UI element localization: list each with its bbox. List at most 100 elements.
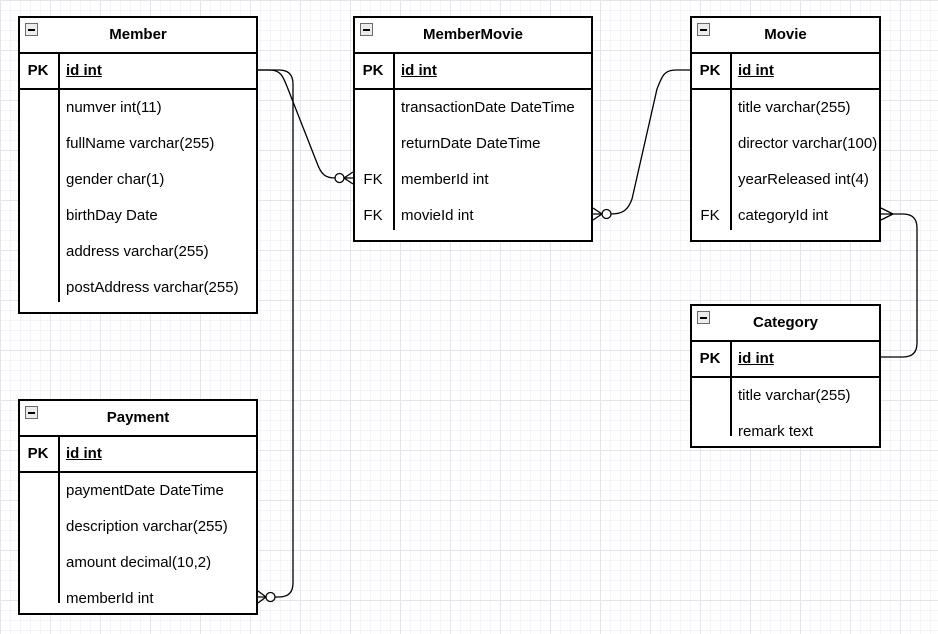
column-divider: [58, 52, 60, 302]
row-key-label: [355, 90, 391, 126]
pk-row[interactable]: PK id int: [20, 437, 256, 473]
crows-foot-marker: [592, 207, 603, 221]
row-field-label: birthDay Date: [66, 207, 158, 224]
edge-movie-category[interactable]: [880, 207, 918, 358]
minus-glyph: [700, 317, 707, 319]
pk-key-label: PK: [27, 445, 49, 462]
edge-line[interactable]: [610, 69, 690, 215]
attribute-row[interactable]: transactionDate DateTime: [355, 90, 591, 126]
attribute-row[interactable]: title varchar(255): [692, 378, 879, 414]
zero-marker: [334, 172, 345, 184]
row-field-label: fullName varchar(255): [66, 135, 215, 152]
row-key-label: [20, 473, 56, 509]
edge-line[interactable]: [258, 69, 294, 598]
entity-table-member[interactable]: Member PK id int numver int(11) fullName …: [18, 16, 258, 314]
collapse-icon[interactable]: [360, 23, 373, 36]
row-key-label: [20, 581, 56, 617]
pk-field-label: id int: [66, 445, 102, 462]
row-field-label: remark text: [738, 423, 814, 440]
collapse-icon[interactable]: [25, 23, 38, 36]
minus-glyph: [28, 29, 35, 31]
entity-table-category[interactable]: Category PK id int title varchar(255) rem…: [690, 304, 881, 448]
attribute-row[interactable]: gender char(1): [20, 162, 256, 198]
row-key-label: [692, 126, 728, 162]
row-field-label: paymentDate DateTime: [66, 482, 224, 499]
collapse-icon[interactable]: [697, 311, 710, 324]
pk-field-label: id int: [738, 62, 774, 79]
row-field-label: title varchar(255): [738, 99, 851, 116]
edge-member-membermovie[interactable]: [258, 69, 354, 185]
edge-line[interactable]: [258, 69, 336, 179]
attribute-row[interactable]: yearReleased int(4): [692, 162, 879, 198]
row-field-label: postAddress varchar(255): [66, 279, 239, 296]
pk-row[interactable]: PK id int: [20, 54, 256, 90]
pk-field-label: id int: [738, 350, 774, 367]
row-key-label: [20, 270, 56, 306]
edge-line[interactable]: [881, 213, 918, 358]
row-key-label: [20, 126, 56, 162]
entity-header[interactable]: Movie: [692, 18, 879, 54]
row-key-label: [20, 509, 56, 545]
attribute-row[interactable]: remark text: [692, 414, 879, 450]
row-field-label: title varchar(255): [738, 387, 851, 404]
row-field-label: director varchar(100): [738, 135, 878, 152]
attribute-row[interactable]: director varchar(100): [692, 126, 879, 162]
attribute-row[interactable]: amount decimal(10,2): [20, 545, 256, 581]
pk-row[interactable]: PK id int: [692, 54, 879, 90]
edge-member-payment[interactable]: [257, 69, 294, 604]
attribute-row[interactable]: memberId int: [20, 581, 256, 617]
row-field-label: memberId int: [66, 590, 154, 607]
zero-marker: [601, 208, 612, 220]
column-divider: [58, 435, 60, 603]
pk-key-label: PK: [699, 62, 721, 79]
attribute-row[interactable]: description varchar(255): [20, 509, 256, 545]
row-field-label: numver int(11): [66, 99, 162, 116]
entity-header[interactable]: Category: [692, 306, 879, 342]
attribute-row[interactable]: title varchar(255): [692, 90, 879, 126]
minus-glyph: [28, 412, 35, 414]
row-field-label: memberId int: [401, 171, 489, 188]
entity-table-movie[interactable]: Movie PK id int title varchar(255) direct…: [690, 16, 881, 242]
row-field-label: yearReleased int(4): [738, 171, 869, 188]
minus-glyph: [363, 29, 370, 31]
column-divider: [393, 52, 395, 230]
entity-header[interactable]: MemberMovie: [355, 18, 591, 54]
pk-key-label: PK: [362, 62, 384, 79]
pk-row[interactable]: PK id int: [355, 54, 591, 90]
edge-movie-membermovie[interactable]: [592, 69, 690, 221]
attribute-row[interactable]: postAddress varchar(255): [20, 270, 256, 306]
entity-title: MemberMovie: [422, 26, 524, 43]
collapse-icon[interactable]: [25, 406, 38, 419]
row-field-label: address varchar(255): [66, 243, 209, 260]
attribute-row[interactable]: paymentDate DateTime: [20, 473, 256, 509]
row-key-label: [692, 414, 728, 450]
attribute-row[interactable]: birthDay Date: [20, 198, 256, 234]
row-key-label: [20, 234, 56, 270]
pk-row[interactable]: PK id int: [692, 342, 879, 378]
zero-marker: [265, 591, 276, 603]
row-field-label: returnDate DateTime: [401, 135, 541, 152]
entity-header[interactable]: Member: [20, 18, 256, 54]
pk-key-label: PK: [699, 350, 721, 367]
row-key-label: [692, 378, 728, 414]
row-field-label: transactionDate DateTime: [401, 99, 575, 116]
entity-table-payment[interactable]: Payment PK id int paymentDate DateTime de…: [18, 399, 258, 615]
entity-title: Member: [109, 26, 167, 43]
column-divider: [730, 340, 732, 436]
entity-header[interactable]: Payment: [20, 401, 256, 437]
attribute-row[interactable]: address varchar(255): [20, 234, 256, 270]
entity-table-membermovie[interactable]: MemberMovie PK id int transactionDate Da…: [353, 16, 593, 242]
row-key-label: [692, 162, 728, 198]
attribute-row[interactable]: fullName varchar(255): [20, 126, 256, 162]
minus-glyph: [700, 29, 707, 31]
collapse-icon[interactable]: [697, 23, 710, 36]
pk-field-label: id int: [401, 62, 437, 79]
row-key-label: [20, 90, 56, 126]
attribute-row[interactable]: numver int(11): [20, 90, 256, 126]
row-key-label: [20, 162, 56, 198]
attribute-row[interactable]: returnDate DateTime: [355, 126, 591, 162]
